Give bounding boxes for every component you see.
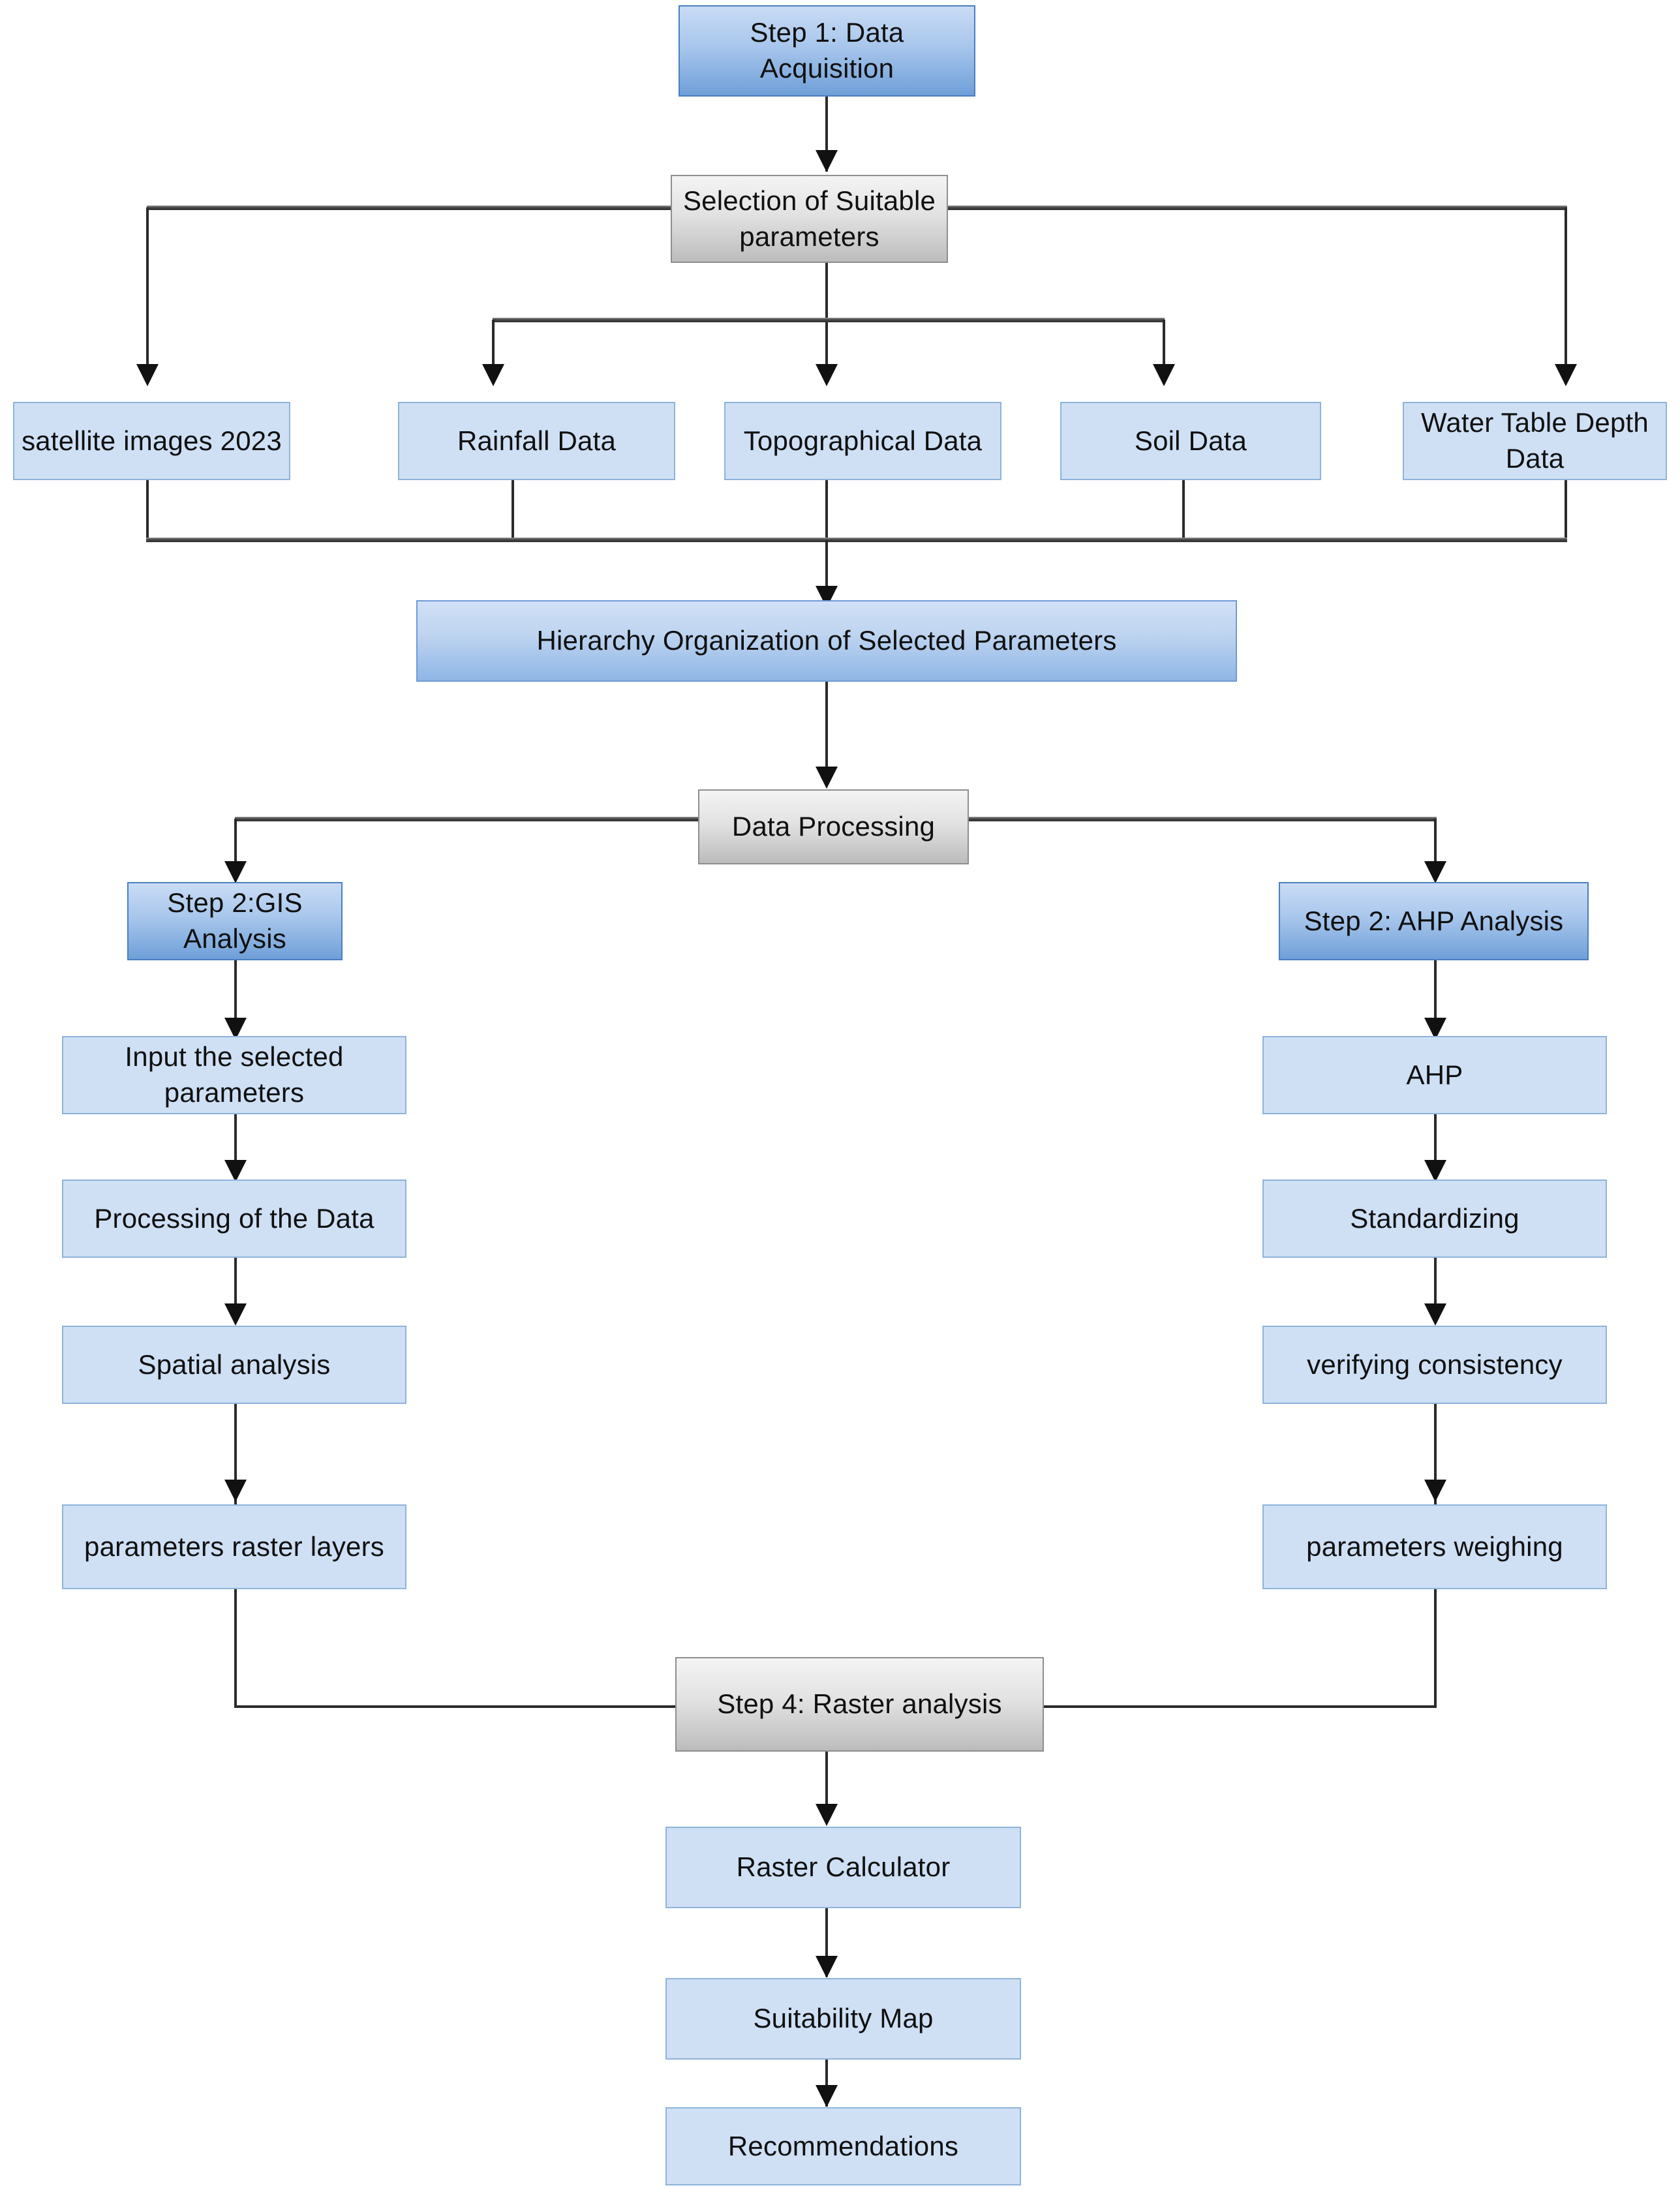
- connector-spatial-to-raster-layers: [234, 1404, 237, 1518]
- arrowhead-to-spatial-analysis: [224, 1303, 247, 1326]
- node-standardizing[interactable]: Standardizing: [1262, 1180, 1607, 1258]
- node-step-2-gis-analysis[interactable]: Step 2:GIS Analysis: [127, 882, 343, 960]
- connector-soil-down: [1182, 480, 1185, 540]
- node-parameters-weighing[interactable]: parameters weighing: [1262, 1504, 1607, 1589]
- connector-gis-header-to-input: [234, 960, 237, 1035]
- node-label: Raster Calculator: [736, 1851, 951, 1883]
- connector-parameters-weighing-down: [1434, 1589, 1437, 1708]
- connector-drop-to-soil: [1163, 320, 1165, 374]
- node-label: Input the selected parameters: [125, 1041, 344, 1108]
- node-label: verifying consistency: [1307, 1348, 1563, 1380]
- connector-processing-to-spatial: [234, 1258, 237, 1323]
- arrowhead-to-standardizing: [1424, 1160, 1446, 1182]
- node-input-selected-parameters[interactable]: Input the selected parameters: [62, 1036, 406, 1114]
- connector-verifying-to-weighing: [1434, 1404, 1437, 1518]
- connector-raster-layers-down: [234, 1589, 237, 1708]
- connector-bar-outer-left: [147, 206, 672, 210]
- node-label: Step 2:GIS Analysis: [167, 887, 303, 954]
- node-label: Processing of the Data: [94, 1202, 374, 1234]
- connector-drop-to-satellite: [146, 207, 149, 374]
- connector-right-into-step4: [1044, 1705, 1437, 1708]
- node-label: parameters raster layers: [84, 1530, 384, 1562]
- connector-bar-outer-right: [947, 206, 1567, 210]
- connector-bar-converge-hierarchy: [146, 538, 1567, 542]
- connector-converge-to-hierarchy: [825, 540, 828, 602]
- node-label: Suitability Map: [753, 2003, 934, 2034]
- connector-bar-to-gis-branch: [235, 817, 699, 821]
- arrowhead-to-water-table: [1555, 364, 1577, 386]
- connector-topographical-down: [825, 480, 828, 540]
- node-parameter-rainfall-data[interactable]: Rainfall Data: [398, 402, 675, 480]
- connector-hierarchy-to-data-processing: [825, 682, 828, 786]
- arrowhead-to-verifying-consistency: [1424, 1303, 1446, 1326]
- node-label: Data Processing: [731, 811, 936, 842]
- node-step-2-ahp-analysis[interactable]: Step 2: AHP Analysis: [1279, 882, 1589, 960]
- node-label: Rainfall Data: [457, 425, 617, 456]
- arrowhead-to-recommendations: [816, 2085, 838, 2107]
- node-parameters-raster-layers[interactable]: parameters raster layers: [62, 1504, 406, 1589]
- node-label: Step 4: Raster analysis: [717, 1688, 1002, 1720]
- node-label: Step 1: Data Acquisition: [750, 17, 904, 84]
- connector-step1-to-selection: [825, 97, 828, 172]
- node-label: Hierarchy Organization of Selected Param…: [536, 625, 1117, 656]
- arrowhead-to-satellite: [136, 364, 159, 386]
- node-processing-of-the-data[interactable]: Processing of the Data: [62, 1180, 406, 1258]
- node-verifying-consistency[interactable]: verifying consistency: [1262, 1326, 1607, 1404]
- node-recommendations[interactable]: Recommendations: [665, 2107, 1021, 2185]
- connector-step4-to-raster-calculator: [825, 1752, 828, 1823]
- node-step-1-data-acquisition[interactable]: Step 1: Data Acquisition: [679, 5, 975, 97]
- arrowhead-to-soil: [1153, 364, 1175, 386]
- arrowhead-to-topographical: [816, 364, 838, 386]
- node-label: satellite images 2023: [22, 425, 282, 456]
- node-parameter-soil-data[interactable]: Soil Data: [1060, 402, 1321, 480]
- connector-bar-to-ahp-branch: [968, 817, 1437, 821]
- connector-input-to-processing: [234, 1114, 237, 1180]
- node-step-4-raster-analysis[interactable]: Step 4: Raster analysis: [675, 1657, 1044, 1752]
- arrowhead-to-processing-data: [224, 1160, 247, 1182]
- node-label: parameters weighing: [1306, 1530, 1563, 1562]
- node-selection-of-suitable-parameters[interactable]: Selection of Suitable parameters: [671, 175, 948, 263]
- connector-standardizing-to-verifying: [1434, 1258, 1437, 1323]
- arrowhead-to-raster-calculator: [816, 1804, 838, 1826]
- node-raster-calculator[interactable]: Raster Calculator: [665, 1827, 1021, 1908]
- connector-ahp-header-to-ahp: [1434, 960, 1437, 1035]
- connector-rainfall-down: [512, 480, 514, 540]
- connector-drop-to-ahp-header: [1434, 819, 1437, 881]
- node-label: Topographical Data: [743, 425, 983, 456]
- node-label: Selection of Suitable parameters: [682, 185, 936, 252]
- node-label: Step 2: AHP Analysis: [1304, 905, 1564, 936]
- connector-drop-to-rainfall: [492, 320, 495, 374]
- node-label: AHP: [1406, 1059, 1463, 1090]
- node-label: Soil Data: [1134, 425, 1247, 456]
- node-parameter-water-table-depth[interactable]: Water Table Depth Data: [1403, 402, 1667, 480]
- connector-raster-calculator-to-suitability: [825, 1908, 828, 1977]
- connector-water-table-down: [1565, 480, 1567, 540]
- connector-drop-to-gis-header: [234, 819, 237, 881]
- connector-bar-inner: [493, 318, 1165, 322]
- arrowhead-to-suitability-map: [816, 1956, 838, 1978]
- node-suitability-map[interactable]: Suitability Map: [665, 1978, 1021, 2060]
- arrowhead-to-parameters-weighing: [1424, 1480, 1446, 1502]
- node-hierarchy-organization[interactable]: Hierarchy Organization of Selected Param…: [416, 600, 1237, 682]
- arrowhead-to-gis-header: [224, 861, 247, 883]
- node-label: Water Table Depth Data: [1421, 407, 1649, 474]
- node-label: Standardizing: [1350, 1202, 1520, 1234]
- connector-left-into-step4: [234, 1705, 678, 1708]
- arrowhead-step1-to-selection: [816, 150, 838, 172]
- connector-suitability-to-recommendations: [825, 2060, 828, 2107]
- connector-ahp-to-standardizing: [1434, 1114, 1437, 1180]
- node-label: Spatial analysis: [138, 1348, 331, 1380]
- connector-satellite-down: [146, 480, 149, 540]
- node-ahp[interactable]: AHP: [1262, 1036, 1607, 1114]
- node-parameter-topographical-data[interactable]: Topographical Data: [724, 402, 1001, 480]
- arrowhead-to-ahp-header: [1424, 861, 1446, 883]
- node-label: Recommendations: [727, 2130, 959, 2161]
- arrowhead-to-rainfall: [482, 364, 504, 386]
- connector-drop-to-water-table: [1565, 207, 1567, 374]
- arrowhead-to-raster-layers: [224, 1480, 247, 1502]
- node-parameter-satellite-images[interactable]: satellite images 2023: [13, 402, 290, 480]
- node-data-processing[interactable]: Data Processing: [698, 789, 969, 864]
- node-spatial-analysis[interactable]: Spatial analysis: [62, 1326, 406, 1404]
- arrowhead-to-data-processing: [816, 767, 838, 789]
